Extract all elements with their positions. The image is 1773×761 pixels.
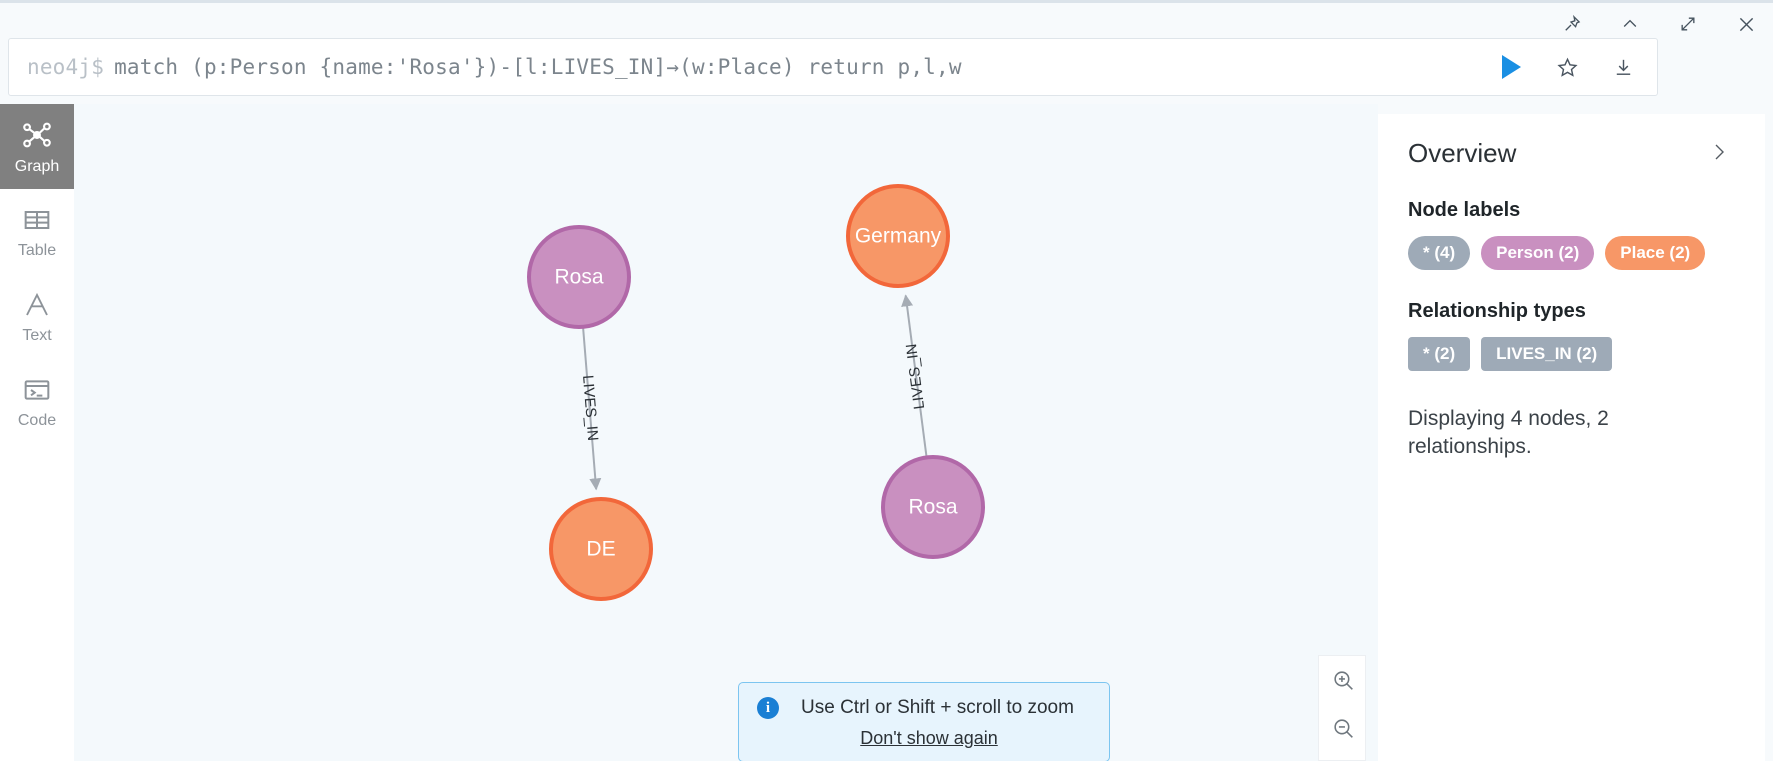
- relationship-types-list: * (2) LIVES_IN (2): [1408, 337, 1735, 371]
- zoom-in-icon[interactable]: [1319, 656, 1367, 704]
- relationship-line: [582, 326, 602, 491]
- node-labels-title: Node labels: [1408, 199, 1521, 221]
- zoom-controls: [1318, 655, 1366, 761]
- node-circle[interactable]: [527, 225, 631, 329]
- graph-node[interactable]: Germany: [846, 184, 950, 288]
- graph-node[interactable]: Rosa: [881, 455, 985, 559]
- node-circle[interactable]: [846, 184, 950, 288]
- sidebar-item-text[interactable]: Text: [0, 274, 74, 359]
- chip[interactable]: * (4): [1408, 236, 1471, 270]
- page-title: Overview: [1408, 138, 1517, 168]
- top-bar: neo4j$ match (p:Person {name:'Rosa'})-[l…: [0, 0, 1773, 104]
- overview-panel: Overview Node labels * (4) Person (2) Plac…: [1378, 114, 1765, 761]
- window-controls: [1559, 11, 1759, 37]
- relationship[interactable]: LIVES_IN: [901, 294, 928, 458]
- chip[interactable]: LIVES_IN (2): [1481, 337, 1613, 371]
- graph-node[interactable]: DE: [549, 497, 653, 601]
- sidebar-item-label: Text: [22, 326, 52, 344]
- query-text: match (p:Person {name:'Rosa'})-[l:LIVES_…: [114, 55, 962, 79]
- relationships-layer: LIVES_IN LIVES_IN: [579, 294, 928, 491]
- sidebar-item-label: Table: [17, 241, 57, 259]
- chevron-right-icon[interactable]: [1703, 138, 1735, 166]
- download-icon[interactable]: [1595, 39, 1651, 95]
- node-circle[interactable]: [549, 497, 653, 601]
- sidebar-item-label: Code: [17, 411, 57, 429]
- favorite-icon[interactable]: [1539, 39, 1595, 95]
- chip[interactable]: Person (2): [1481, 236, 1595, 270]
- info-icon: i: [757, 697, 779, 719]
- expand-icon[interactable]: [1675, 11, 1701, 37]
- close-icon[interactable]: [1733, 11, 1759, 37]
- query-editor[interactable]: neo4j$ match (p:Person {name:'Rosa'})-[l…: [9, 55, 1483, 79]
- sidebar-item-table[interactable]: Table: [0, 189, 74, 274]
- relationship[interactable]: LIVES_IN: [579, 326, 602, 491]
- result-summary: Displaying 4 nodes, 2 relationships.: [1408, 407, 1609, 459]
- play-icon: [1501, 55, 1521, 79]
- chip[interactable]: Place (2): [1605, 236, 1706, 270]
- query-input-bar[interactable]: neo4j$ match (p:Person {name:'Rosa'})-[l…: [8, 38, 1658, 96]
- relationship-types-title: Relationship types: [1408, 300, 1586, 322]
- relationship-label: LIVES_IN: [579, 374, 601, 441]
- relationship-label: LIVES_IN: [903, 343, 928, 411]
- sidebar-item-graph[interactable]: Graph: [0, 104, 74, 189]
- graph-node[interactable]: Rosa: [527, 225, 631, 329]
- run-query-button[interactable]: [1483, 39, 1539, 95]
- view-mode-sidebar: Graph Table Text: [0, 104, 74, 761]
- chevron-up-icon[interactable]: [1617, 11, 1643, 37]
- sidebar-item-label: Graph: [14, 157, 60, 175]
- node-labels-list: * (4) Person (2) Place (2): [1408, 236, 1735, 270]
- zoom-hint-row: i Use Ctrl or Shift + scroll to zoom: [757, 697, 1091, 719]
- query-actions: [1483, 39, 1657, 95]
- query-prompt: neo4j$: [27, 55, 105, 79]
- chip[interactable]: * (2): [1408, 337, 1471, 371]
- zoom-hint-banner: i Use Ctrl or Shift + scroll to zoom Don…: [738, 682, 1110, 761]
- node-circle[interactable]: [881, 455, 985, 559]
- zoom-hint-text: Use Ctrl or Shift + scroll to zoom: [801, 697, 1074, 718]
- dont-show-again-link[interactable]: Don't show again: [860, 728, 998, 748]
- pin-icon[interactable]: [1559, 11, 1585, 37]
- overview-header: Overview: [1408, 138, 1735, 169]
- relationship-line: [901, 294, 928, 458]
- zoom-out-icon[interactable]: [1319, 704, 1367, 752]
- sidebar-item-code[interactable]: Code: [0, 359, 74, 444]
